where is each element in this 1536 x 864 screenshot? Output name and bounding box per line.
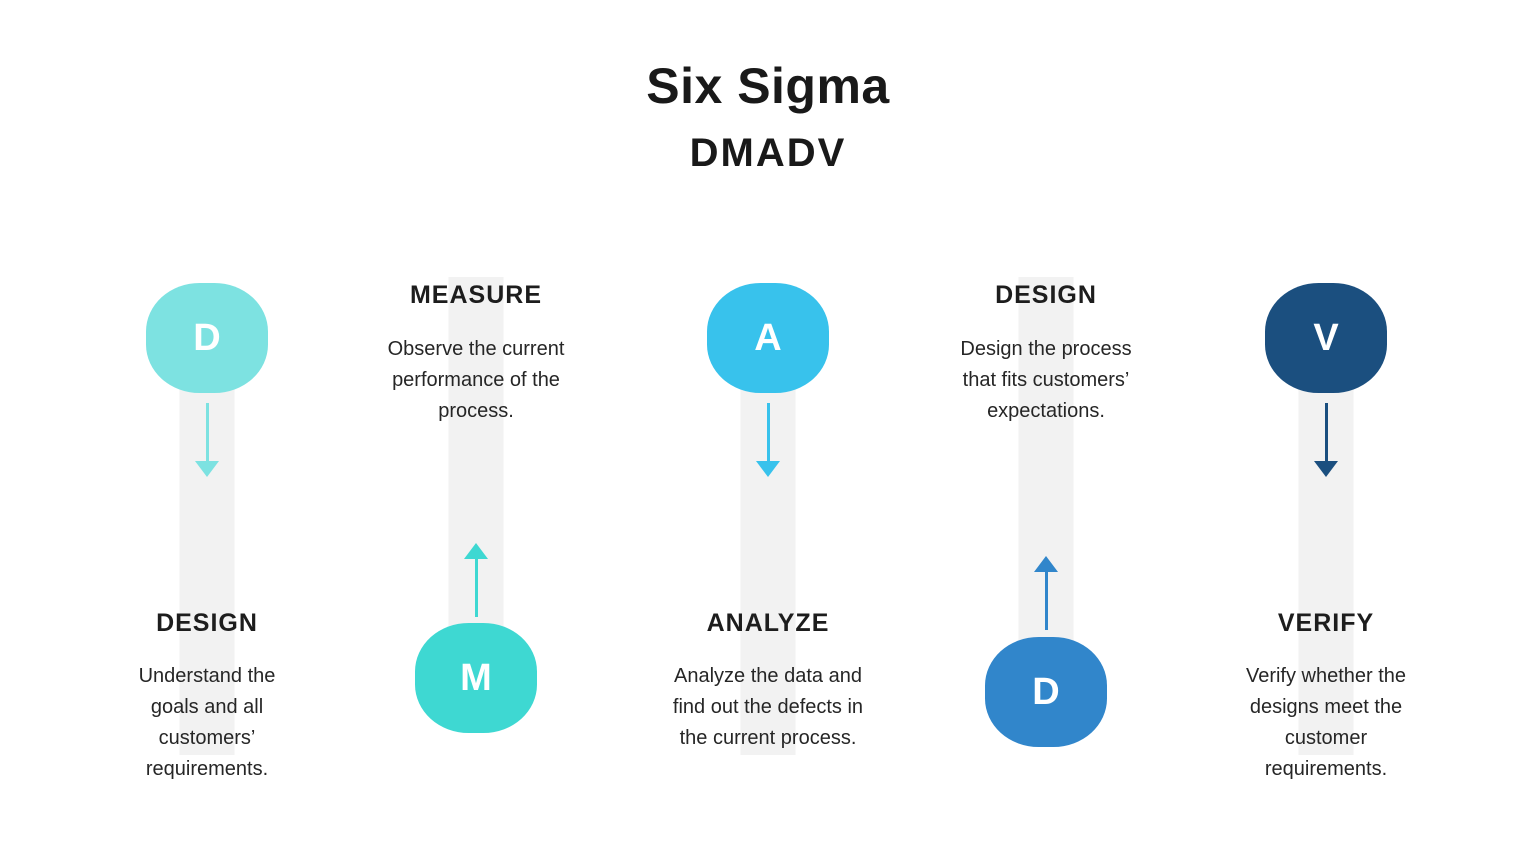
- step-description: Understand the goals and all customers’ …: [138, 665, 276, 780]
- badge-letter: V: [1313, 316, 1339, 359]
- step-heading: DESIGN: [156, 609, 258, 637]
- arrow-up-icon: [1034, 556, 1058, 630]
- step-heading: ANALYZE: [706, 609, 830, 637]
- badge-letter: A: [754, 316, 782, 359]
- arrow-down-icon: [756, 403, 780, 477]
- step-column-design-2: DESIGN Design the process that fits cust…: [906, 0, 1186, 864]
- step-heading: MEASURE: [409, 281, 542, 309]
- step-heading: VERIFY: [1277, 609, 1375, 637]
- page-title: Six Sigma: [646, 58, 890, 114]
- badge-letter: M: [460, 656, 492, 699]
- track-bar: [448, 277, 504, 689]
- step-description: Analyze the data and find out the defect…: [672, 665, 864, 749]
- arrow-up-icon: [464, 543, 488, 617]
- step-column-measure: MEASURE Observe the current performance …: [336, 0, 616, 864]
- step-letter-badge: V: [1265, 283, 1387, 393]
- step-description: Design the process that fits customers’ …: [960, 338, 1132, 422]
- page-subtitle: DMADV: [689, 131, 847, 175]
- step-letter-badge: A: [707, 283, 829, 393]
- step-letter-badge: D: [146, 283, 268, 393]
- step-description: Verify whether the designs meet the cust…: [1245, 665, 1407, 780]
- step-description: Observe the current performance of the p…: [387, 338, 565, 422]
- arrow-down-icon: [195, 403, 219, 477]
- step-column-analyze: A ANALYZE Analyze the data and find out …: [628, 0, 908, 864]
- step-column-design-1: D DESIGN Understand the goals and all cu…: [67, 0, 347, 864]
- step-column-verify: V VERIFY Verify whether the designs meet…: [1186, 0, 1466, 864]
- badge-letter: D: [193, 316, 221, 359]
- arrow-down-icon: [1314, 403, 1338, 477]
- badge-letter: D: [1032, 670, 1060, 713]
- step-letter-badge: M: [415, 623, 537, 733]
- step-heading: DESIGN: [995, 281, 1097, 309]
- step-letter-badge: D: [985, 637, 1107, 747]
